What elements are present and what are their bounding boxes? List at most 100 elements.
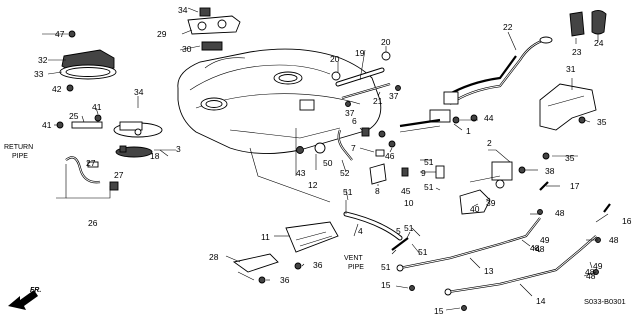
callout: 37 [389, 91, 399, 101]
pipe-notes: RETURN PIPE VENT PIPE FR. [4, 144, 364, 294]
callout: 7 [351, 143, 356, 153]
hose-4 [343, 211, 403, 241]
return-pipe-label-line2: PIPE [12, 153, 28, 160]
return-pipe [65, 156, 119, 191]
callout: 26 [88, 218, 98, 228]
callout: 24 [594, 38, 604, 48]
callout: 30 [182, 44, 192, 54]
callout: 23 [572, 47, 582, 57]
front-arrow-label: FR. [30, 287, 41, 294]
callout: 44 [484, 113, 494, 123]
callout: 51 [404, 223, 414, 233]
callout: 36 [280, 275, 290, 285]
tank-top-bracket [187, 7, 241, 51]
callout: 20 [381, 37, 391, 47]
callout: 46 [385, 151, 395, 161]
strap-14 [444, 235, 597, 296]
valve-group-2 [459, 161, 526, 215]
callout: 41 [42, 120, 52, 130]
nut-48a [537, 209, 543, 215]
pipe-25 [71, 121, 103, 129]
callout: 48 [535, 244, 545, 254]
callout: 45 [401, 186, 411, 196]
callout: 1 [466, 126, 471, 136]
callout: 32 [38, 55, 48, 65]
callout: 27 [86, 158, 96, 168]
callout: 48 [555, 208, 565, 218]
callout: 29 [157, 29, 167, 39]
callout: 34 [134, 87, 144, 97]
callout: 49 [593, 261, 603, 271]
callout: 15 [381, 280, 391, 290]
bracket-28 [232, 253, 279, 284]
callout: 14 [536, 296, 546, 306]
callout: 20 [330, 54, 340, 64]
callout: 19 [355, 48, 365, 58]
callout: 37 [345, 108, 355, 118]
filler-cap-23 [569, 11, 585, 37]
filler-neck [443, 36, 553, 105]
part-7 [375, 149, 385, 157]
callout: 40 [470, 204, 480, 214]
callout: 8 [375, 186, 380, 196]
canister-group-1 [378, 109, 460, 138]
front-arrow [8, 290, 38, 310]
callout: 43 [296, 168, 306, 178]
callout: 42 [52, 84, 62, 94]
clip-47 [68, 30, 76, 38]
valve-8 [369, 163, 387, 185]
callout: 51 [381, 262, 391, 272]
nut-44 [470, 114, 478, 122]
vent-pipe-5 [391, 237, 409, 251]
callout: 3 [176, 144, 181, 154]
callout-labels: 1 2 3 4 5 6 7 8 9 10 11 12 13 14 15 15 1… [34, 5, 632, 316]
fuel-tank [177, 48, 382, 203]
callout: 15 [434, 306, 444, 316]
vent-pipe-label-line2: PIPE [348, 264, 364, 271]
callout: 36 [313, 260, 323, 270]
leader-lines [42, 7, 609, 311]
callout: 17 [570, 181, 580, 191]
callout: 48 [585, 267, 595, 277]
grommet-43 [296, 146, 304, 154]
nut-35b [542, 152, 550, 160]
clip-41b [94, 114, 102, 122]
part-46 [388, 140, 396, 148]
callout: 12 [308, 180, 318, 190]
bolt-17 [539, 181, 549, 191]
callout: 11 [261, 232, 270, 242]
callout: 38 [545, 166, 555, 176]
callout: 16 [622, 216, 632, 226]
plug-50 [314, 142, 326, 154]
callout: 33 [34, 69, 44, 79]
bolt-16 [603, 203, 611, 213]
callout: 50 [323, 158, 333, 168]
callout: 28 [209, 252, 219, 262]
part-6 [361, 127, 370, 137]
callout: 48 [586, 271, 596, 281]
callout: 2 [487, 138, 492, 148]
callout: 47 [55, 29, 65, 39]
callout: 6 [352, 116, 357, 126]
filler-shroud-31 [539, 83, 597, 131]
return-pipe-label-line1: RETURN [4, 144, 33, 151]
callout: 22 [503, 22, 513, 32]
filler-hose-19 [331, 51, 401, 107]
part-9 [435, 165, 445, 179]
pump-cover [59, 49, 117, 92]
callout: 9 [421, 168, 426, 178]
bracket-11 [285, 221, 339, 253]
callout: 27 [114, 170, 124, 180]
callout: 35 [565, 153, 575, 163]
callout: 18 [150, 151, 160, 161]
callout: 10 [404, 198, 414, 208]
callout: 31 [566, 64, 576, 74]
callout: 39 [486, 198, 496, 208]
diagram-code: S033-B0301 [584, 297, 626, 306]
callout: 34 [178, 5, 188, 15]
callout: 25 [69, 111, 79, 121]
callout: 48 [530, 243, 540, 253]
callout: 51 [343, 187, 353, 197]
